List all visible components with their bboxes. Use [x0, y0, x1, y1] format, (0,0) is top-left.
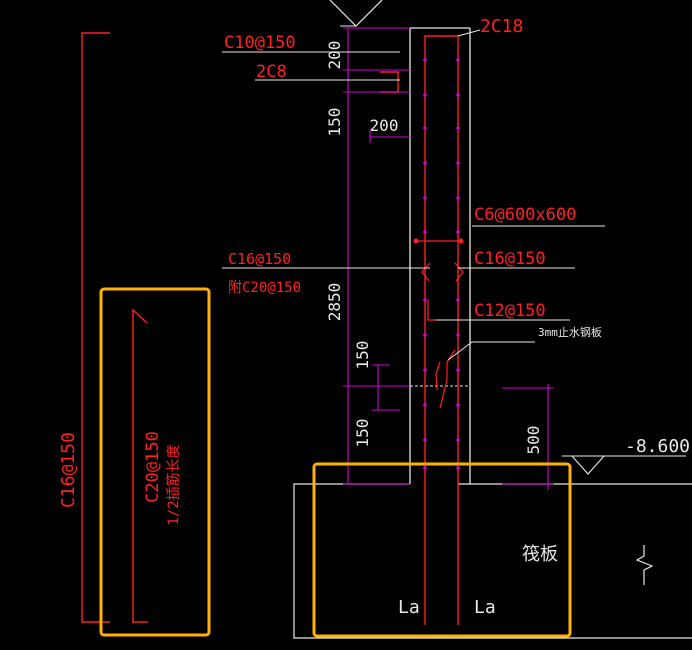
elevation-marker: -8.600 — [562, 436, 690, 475]
dim-200-top: 200 — [325, 41, 344, 70]
wall-rebars — [380, 35, 464, 625]
horiz-left-label: C16@150 — [228, 250, 291, 268]
bar-2c8-label: 2C8 — [256, 62, 287, 82]
main-vertical-bars — [424, 35, 459, 625]
break-line — [635, 545, 654, 585]
horiz-left-sub: 附C20@150 — [228, 280, 301, 296]
dim-150-mid: 150 — [353, 341, 372, 370]
dim-500: 500 — [524, 426, 543, 455]
elevation-label: -8.600 — [625, 436, 690, 457]
dim-150-lower: 150 — [353, 419, 372, 448]
waterstop-label: 3mm止水钢板 — [538, 325, 602, 339]
dim-150-upper: 150 — [325, 108, 344, 137]
boxed-bar-label: C20@150 — [143, 431, 163, 503]
boxed-bar-line — [132, 308, 148, 623]
tie-label: C6@600x600 — [474, 205, 576, 225]
highlight-box-left: C20@150 1/2插筋长度 — [99, 287, 211, 637]
highlight-rect-right — [312, 462, 572, 638]
left-vertical-bar-label: C16@150 — [58, 432, 79, 508]
raft-label: 筏板 — [522, 544, 558, 565]
highlight-rect-left — [99, 287, 211, 637]
c12-label: C12@150 — [474, 301, 546, 321]
horiz-right-label: C16@150 — [474, 249, 546, 269]
dim-2850: 2850 — [325, 283, 344, 322]
top-bar-label: C10@150 — [224, 33, 296, 53]
corner-bar-label: 2C18 — [480, 16, 523, 37]
leaders — [222, 29, 605, 361]
dimensions — [343, 27, 554, 490]
left-vertical-bar-line — [81, 32, 110, 623]
la-left-label: La — [398, 597, 420, 618]
boxed-bar-note: 1/2插筋长度 — [165, 444, 182, 525]
left-vertical-bar: C16@150 — [58, 32, 110, 623]
wall-outline — [329, 0, 471, 484]
rebar-dots — [423, 58, 460, 470]
dim-200-horizontal: 200 — [370, 116, 399, 135]
la-right-label: La — [474, 597, 496, 618]
